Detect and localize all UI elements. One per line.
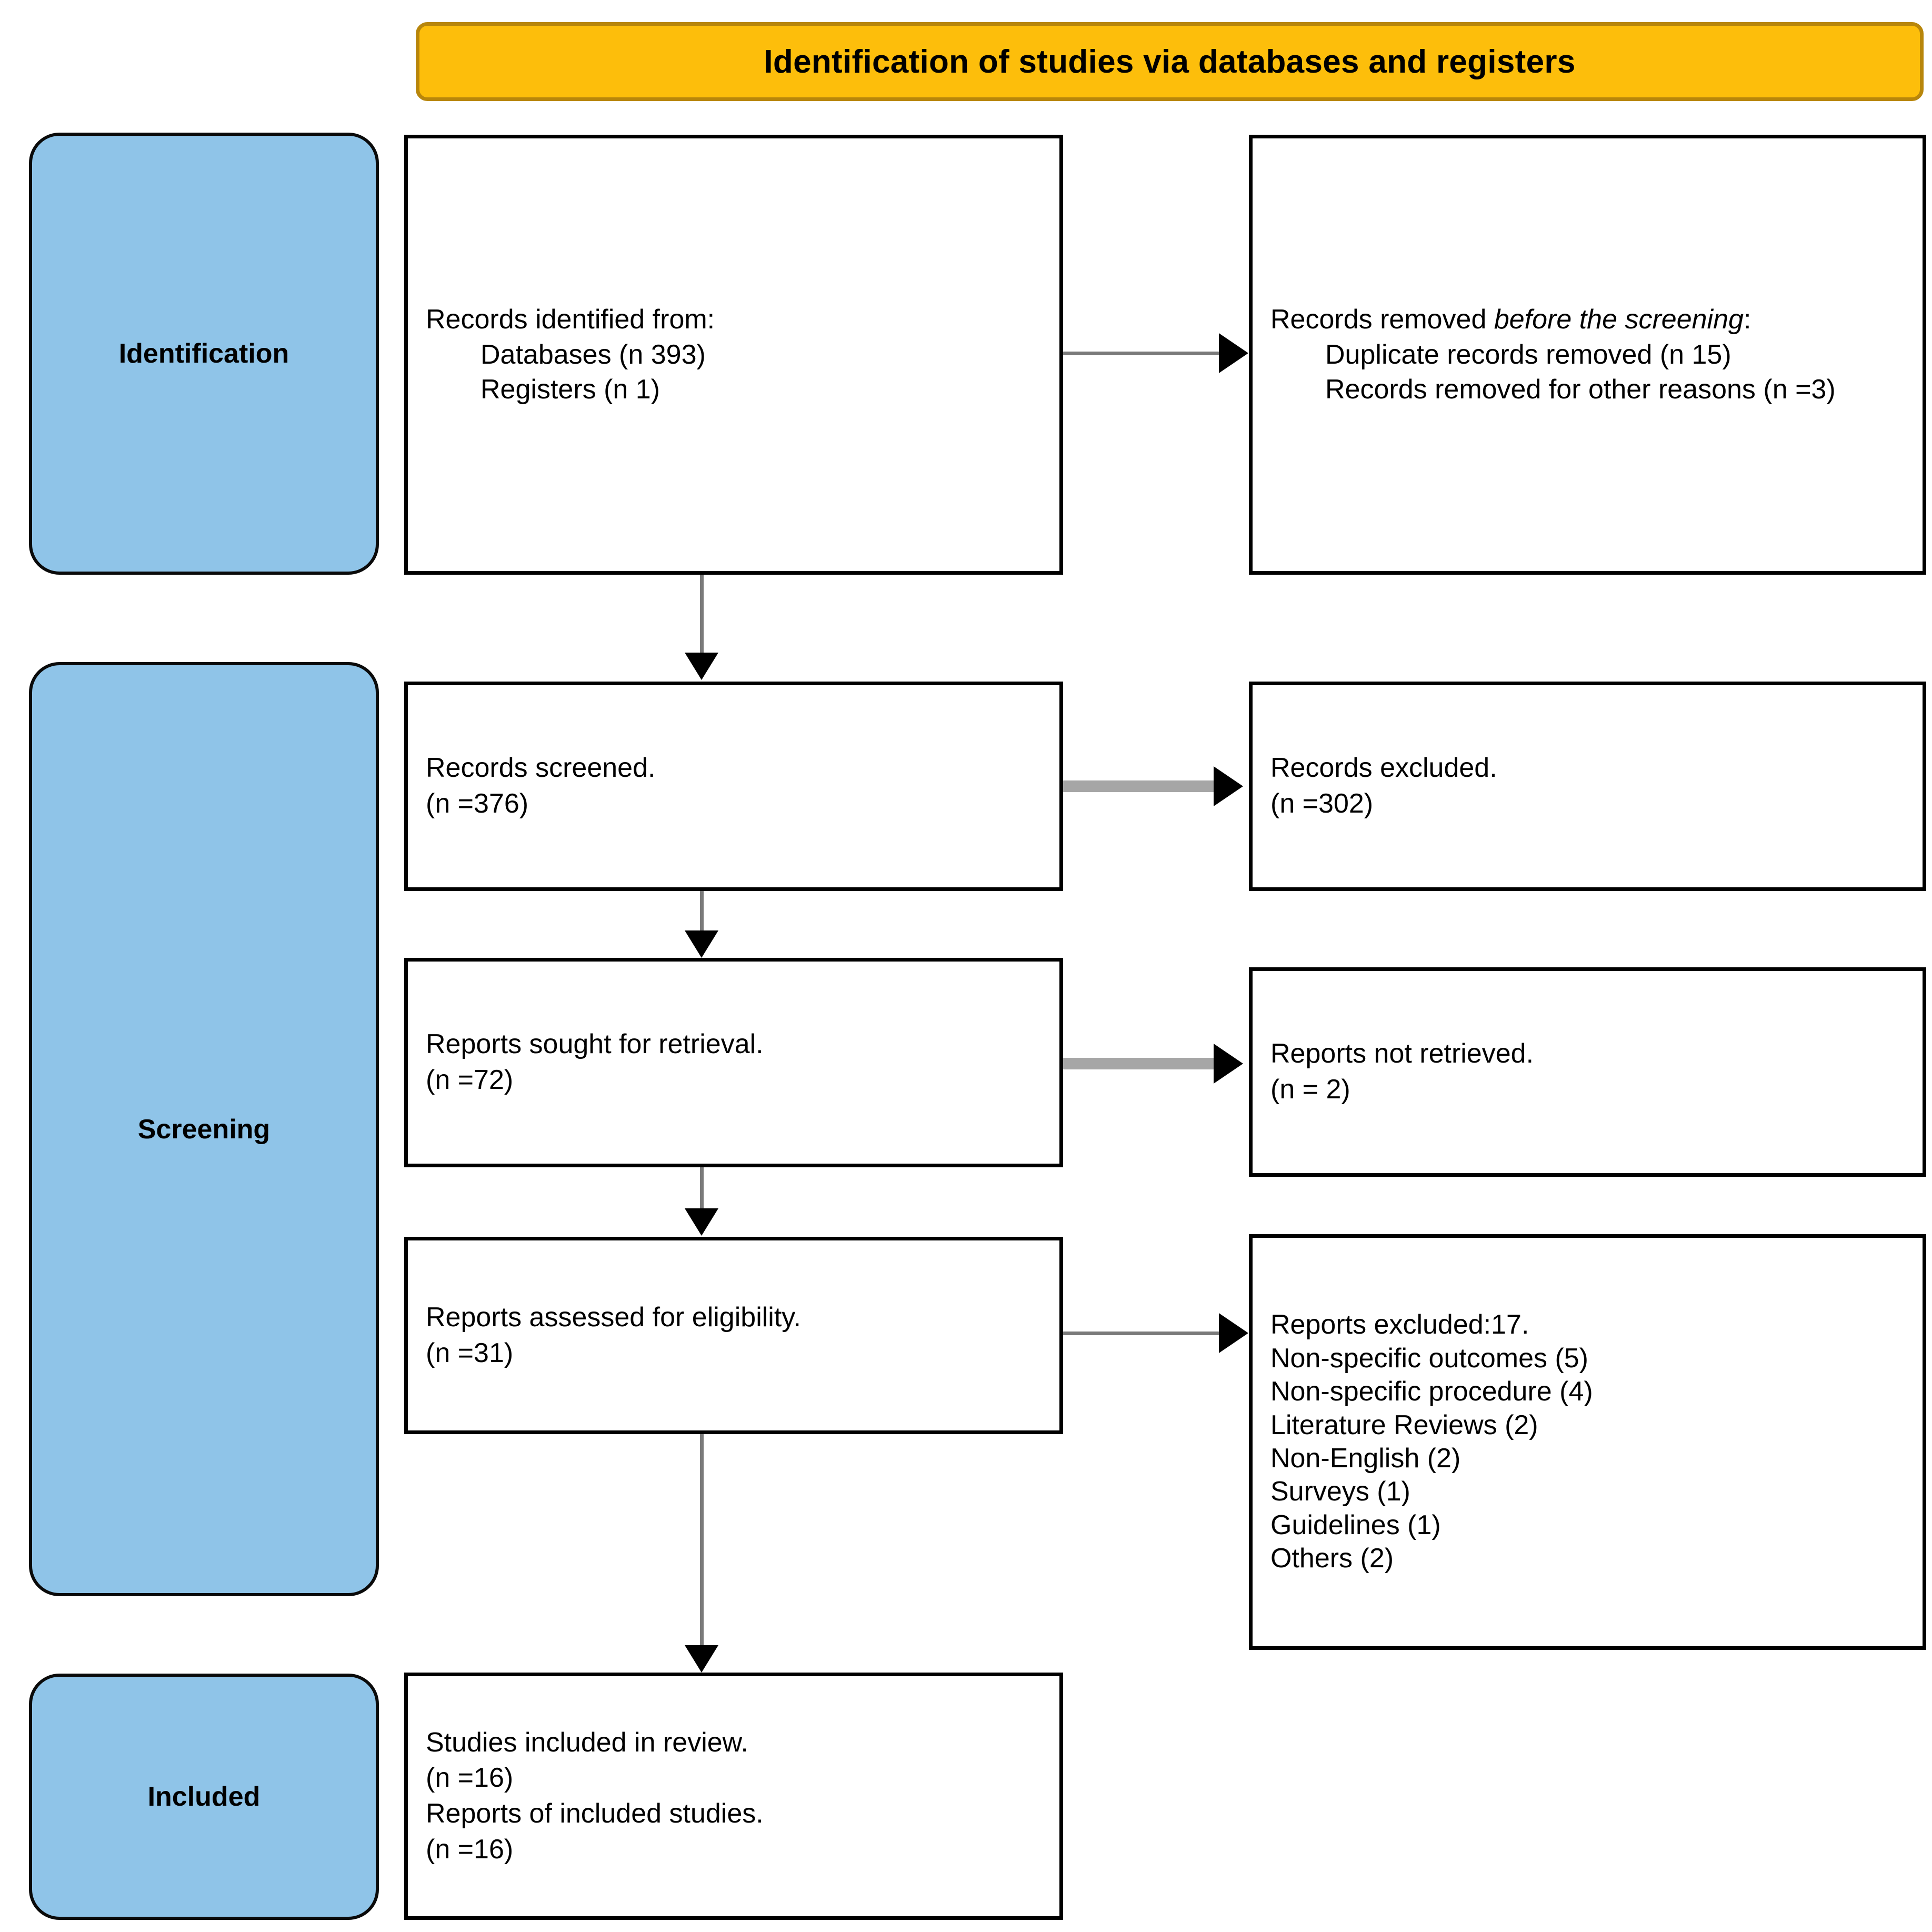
- node-reports-assessed: Reports assessed for eligibility. (n =31…: [404, 1237, 1063, 1434]
- reports-assessed-label: Reports assessed for eligibility.: [426, 1302, 801, 1333]
- records-removed-other: Records removed for other reasons (n =3): [1325, 374, 1836, 405]
- reports-excluded-reason: Non-specific outcomes (5): [1270, 1343, 1588, 1374]
- node-records-screened: Records screened. (n =376): [404, 682, 1063, 891]
- studies-included-count: (n =16): [426, 1763, 514, 1794]
- records-screened-count: (n =376): [426, 788, 529, 819]
- stage-chip-included: Included: [29, 1674, 379, 1920]
- reports-excluded-reason: Non-specific procedure (4): [1270, 1376, 1593, 1407]
- reports-excluded-reason: Guidelines (1): [1270, 1509, 1441, 1540]
- records-excluded-label: Records excluded.: [1270, 753, 1497, 784]
- node-records-excluded: Records excluded. (n =302): [1249, 682, 1926, 891]
- diagram-header-banner: Identification of studies via databases …: [416, 22, 1924, 101]
- records-identified-line1: Records identified from:: [426, 304, 715, 335]
- reports-included-label: Reports of included studies.: [426, 1798, 764, 1829]
- stage-label-screening: Screening: [137, 1114, 271, 1145]
- reports-not-retrieved-label: Reports not retrieved.: [1270, 1038, 1534, 1069]
- node-reports-sought: Reports sought for retrieval. (n =72): [404, 958, 1063, 1167]
- records-excluded-count: (n =302): [1270, 788, 1374, 819]
- node-records-removed: Records removed before the screening: Du…: [1249, 135, 1926, 575]
- records-removed-lead: Records removed: [1270, 304, 1494, 335]
- reports-not-retrieved-count: (n = 2): [1270, 1074, 1350, 1105]
- records-removed-heading: Records removed before the screening:: [1270, 302, 1905, 337]
- reports-assessed-count: (n =31): [426, 1337, 514, 1368]
- records-identified-registers: Registers (n 1): [481, 374, 660, 405]
- stage-label-included: Included: [147, 1781, 261, 1812]
- reports-excluded-reason: Non-English (2): [1270, 1443, 1461, 1474]
- reports-included-count: (n =16): [426, 1834, 514, 1865]
- records-removed-duplicates: Duplicate records removed (n 15): [1325, 339, 1731, 370]
- records-removed-colon: :: [1743, 304, 1751, 335]
- records-identified-databases: Databases (n 393): [481, 339, 706, 370]
- reports-excluded-reason: Others (2): [1270, 1543, 1394, 1574]
- node-records-identified: Records identified from: Databases (n 39…: [404, 135, 1063, 575]
- node-reports-not-retrieved: Reports not retrieved. (n = 2): [1249, 967, 1926, 1177]
- reports-excluded-reason: Literature Reviews (2): [1270, 1409, 1538, 1440]
- studies-included-label: Studies included in review.: [426, 1727, 748, 1758]
- node-reports-excluded: Reports excluded:17. Non-specific outcom…: [1249, 1234, 1926, 1650]
- reports-excluded-heading: Reports excluded:17.: [1270, 1309, 1529, 1340]
- stage-chip-identification: Identification: [29, 133, 379, 575]
- reports-excluded-reason: Surveys (1): [1270, 1476, 1410, 1507]
- stage-label-identification: Identification: [118, 338, 289, 369]
- node-studies-included: Studies included in review. (n =16) Repo…: [404, 1673, 1063, 1920]
- banner-title: Identification of studies via databases …: [764, 43, 1576, 80]
- records-screened-label: Records screened.: [426, 753, 656, 784]
- records-removed-emphasis: before the screening: [1494, 304, 1744, 335]
- reports-sought-label: Reports sought for retrieval.: [426, 1029, 764, 1060]
- stage-chip-screening: Screening: [29, 662, 379, 1596]
- reports-sought-count: (n =72): [426, 1065, 514, 1095]
